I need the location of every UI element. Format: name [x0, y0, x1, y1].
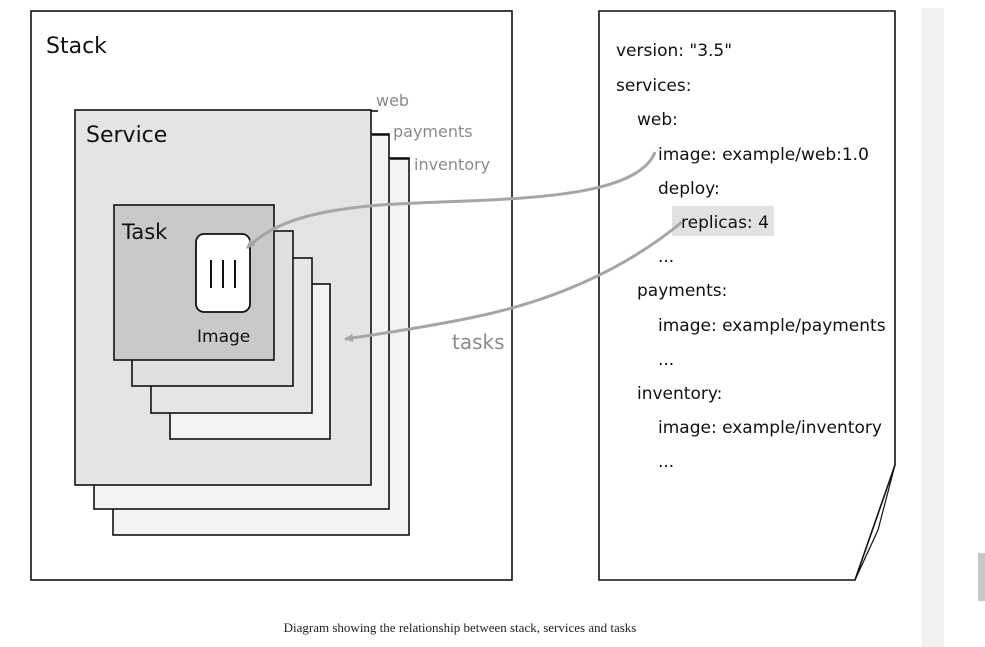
yaml-line: ... [658, 452, 674, 472]
service-name-inventory: inventory [414, 155, 490, 174]
yaml-line: image: example/payments [658, 316, 886, 336]
yaml-line: ... [658, 350, 674, 370]
arrow-image-to-task [245, 151, 657, 250]
yaml-line: image: example/inventory [658, 418, 882, 438]
yaml-line: version: "3.5" [616, 41, 732, 61]
yaml-document [598, 10, 896, 581]
yaml-line: image: example/web:1.0 [658, 145, 869, 165]
image-label: Image [197, 327, 250, 347]
yaml-line: payments: [637, 281, 727, 301]
document-fold [854, 464, 896, 581]
figure-caption: Diagram showing the relationship between… [283, 620, 637, 635]
replicas-highlight [672, 206, 774, 236]
yaml-line: inventory: [637, 384, 722, 404]
service-label: Service [86, 123, 167, 148]
task-label: Task [121, 220, 168, 244]
service-name-web: web [376, 91, 409, 110]
tasks-label: tasks [452, 330, 505, 354]
yaml-line: deploy: [658, 179, 720, 199]
service-name-payments: payments [393, 122, 473, 141]
yaml-line: services: [616, 76, 691, 96]
scroll-indicator [978, 553, 985, 601]
arrow-replicas-to-tasks [344, 220, 683, 342]
stack-label: Stack [46, 34, 107, 59]
side-panel [922, 8, 944, 647]
yaml-line: web: [637, 110, 678, 130]
yaml-line: ... [658, 247, 674, 267]
yaml-line: replicas: 4 [681, 213, 769, 233]
